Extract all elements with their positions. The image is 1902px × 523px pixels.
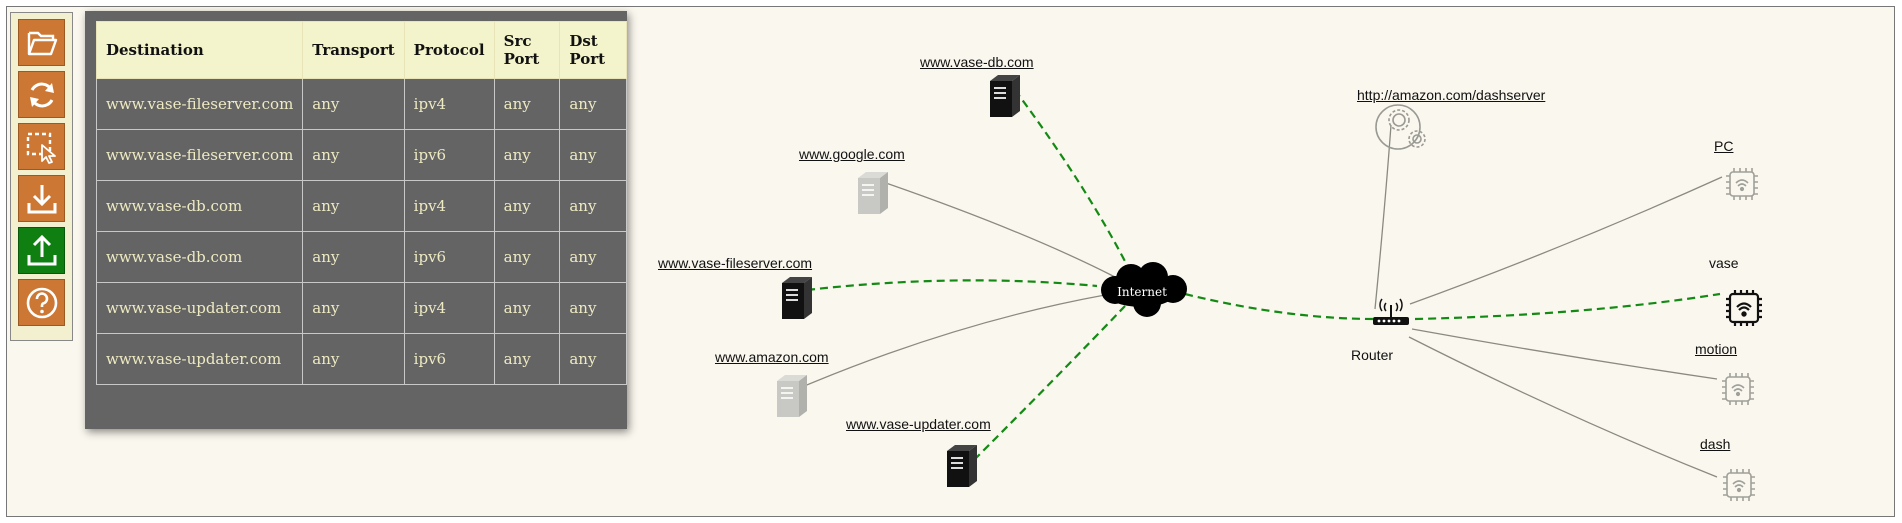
cell-destination: www.vase-updater.com [95, 282, 304, 334]
table-header-row: Destination Transport Protocol Src Port … [95, 21, 627, 79]
server-icon[interactable] [947, 445, 977, 487]
cell-transport: any [302, 180, 405, 232]
cell-dst-port: any [559, 282, 627, 334]
chip-wifi-icon[interactable] [1726, 168, 1758, 200]
table-row[interactable]: www.vase-fileserver.com any ipv4 any any [95, 78, 627, 130]
table-row[interactable]: www.vase-updater.com any ipv6 any any [95, 333, 627, 385]
network-links [801, 89, 1723, 478]
server-icon[interactable] [858, 172, 888, 214]
cell-dst-port: any [559, 231, 627, 283]
column-header-src-port[interactable]: Src Port [493, 21, 561, 79]
chip-wifi-icon[interactable] [1726, 290, 1762, 326]
device-label[interactable]: PC [1714, 138, 1734, 154]
cell-transport: any [302, 333, 405, 385]
server-label[interactable]: www.vase-fileserver.com [658, 255, 813, 271]
column-header-transport[interactable]: Transport [302, 21, 405, 79]
cell-src-port: any [493, 333, 561, 385]
network-graph: Internet [777, 75, 1762, 501]
cell-protocol: ipv4 [403, 180, 495, 232]
flow-rules-panel: Destination Transport Protocol Src Port … [85, 11, 627, 429]
cell-destination: www.vase-db.com [95, 231, 304, 283]
link-google [882, 181, 1116, 278]
cell-protocol: ipv6 [403, 231, 495, 283]
table-row[interactable]: www.vase-updater.com any ipv4 any any [95, 282, 627, 334]
chip-wifi-icon[interactable] [1723, 469, 1755, 501]
device-label[interactable]: dash [1700, 436, 1731, 452]
internet-label: Internet [1117, 285, 1167, 299]
flow-rules-table: Destination Transport Protocol Src Port … [95, 21, 627, 385]
cell-src-port: any [493, 180, 561, 232]
cell-src-port: any [493, 282, 561, 334]
cell-dst-port: any [559, 333, 627, 385]
link-router-motion [1411, 328, 1718, 380]
cell-protocol: ipv4 [403, 78, 495, 130]
upload-button[interactable] [18, 227, 65, 274]
cell-destination: www.vase-fileserver.com [95, 129, 304, 181]
chip-wifi-icon[interactable] [1722, 373, 1754, 405]
open-button[interactable] [18, 19, 65, 66]
gears-icon[interactable] [1375, 104, 1426, 150]
column-header-dst-port[interactable]: Dst Port [559, 21, 627, 79]
link-vase-db [1014, 89, 1130, 270]
table-row[interactable]: www.vase-fileserver.com any ipv6 any any [95, 129, 627, 181]
help-button[interactable] [18, 279, 65, 326]
device-label[interactable]: vase [1709, 255, 1739, 271]
cloud-service-label[interactable]: http://amazon.com/dashserver [1357, 87, 1546, 103]
download-icon [27, 184, 56, 213]
select-button[interactable] [18, 123, 65, 170]
cell-destination: www.vase-db.com [95, 180, 304, 232]
cell-transport: any [302, 78, 405, 130]
link-router-pc [1409, 176, 1723, 305]
refresh-button[interactable] [18, 71, 65, 118]
server-label[interactable]: www.vase-updater.com [846, 416, 991, 432]
help-icon [26, 287, 57, 318]
cell-transport: any [302, 231, 405, 283]
server-label[interactable]: www.vase-db.com [920, 54, 1034, 70]
table-row[interactable]: www.vase-db.com any ipv6 any any [95, 231, 627, 283]
table-row[interactable]: www.vase-db.com any ipv4 any any [95, 180, 627, 232]
cell-transport: any [302, 282, 405, 334]
column-header-destination[interactable]: Destination [95, 21, 304, 79]
link-internet-router [1184, 292, 1376, 321]
cell-src-port: any [493, 231, 561, 283]
cell-dst-port: any [559, 78, 627, 130]
router-icon[interactable] [1373, 298, 1409, 325]
link-amazon [801, 294, 1106, 388]
cell-src-port: any [493, 129, 561, 181]
upload-icon [27, 234, 56, 265]
server-label[interactable]: www.amazon.com [715, 349, 829, 365]
server-icon[interactable] [777, 375, 807, 417]
cell-protocol: ipv6 [403, 129, 495, 181]
cell-protocol: ipv6 [403, 333, 495, 385]
toolbar [10, 12, 73, 341]
cell-destination: www.vase-fileserver.com [95, 78, 304, 130]
folder-open-icon [27, 31, 57, 55]
link-vase-fileserver [806, 279, 1098, 292]
link-vase-updater [973, 305, 1126, 461]
router-label: Router [1351, 347, 1394, 363]
cell-transport: any [302, 129, 405, 181]
cell-dst-port: any [559, 129, 627, 181]
server-icon[interactable] [782, 277, 812, 319]
refresh-icon [29, 82, 54, 107]
download-button[interactable] [18, 175, 65, 222]
column-header-protocol[interactable]: Protocol [403, 21, 495, 79]
cell-destination: www.vase-updater.com [95, 333, 304, 385]
link-router-dash [1408, 336, 1718, 478]
selection-cursor-icon [26, 132, 56, 164]
cell-dst-port: any [559, 180, 627, 232]
internet-cloud-icon[interactable]: Internet [1101, 262, 1187, 317]
link-router-cloud [1374, 124, 1392, 310]
link-router-vase [1414, 292, 1721, 321]
cell-protocol: ipv4 [403, 282, 495, 334]
server-icon[interactable] [990, 75, 1020, 117]
server-label[interactable]: www.google.com [799, 146, 905, 162]
cell-src-port: any [493, 78, 561, 130]
device-label[interactable]: motion [1695, 341, 1738, 357]
